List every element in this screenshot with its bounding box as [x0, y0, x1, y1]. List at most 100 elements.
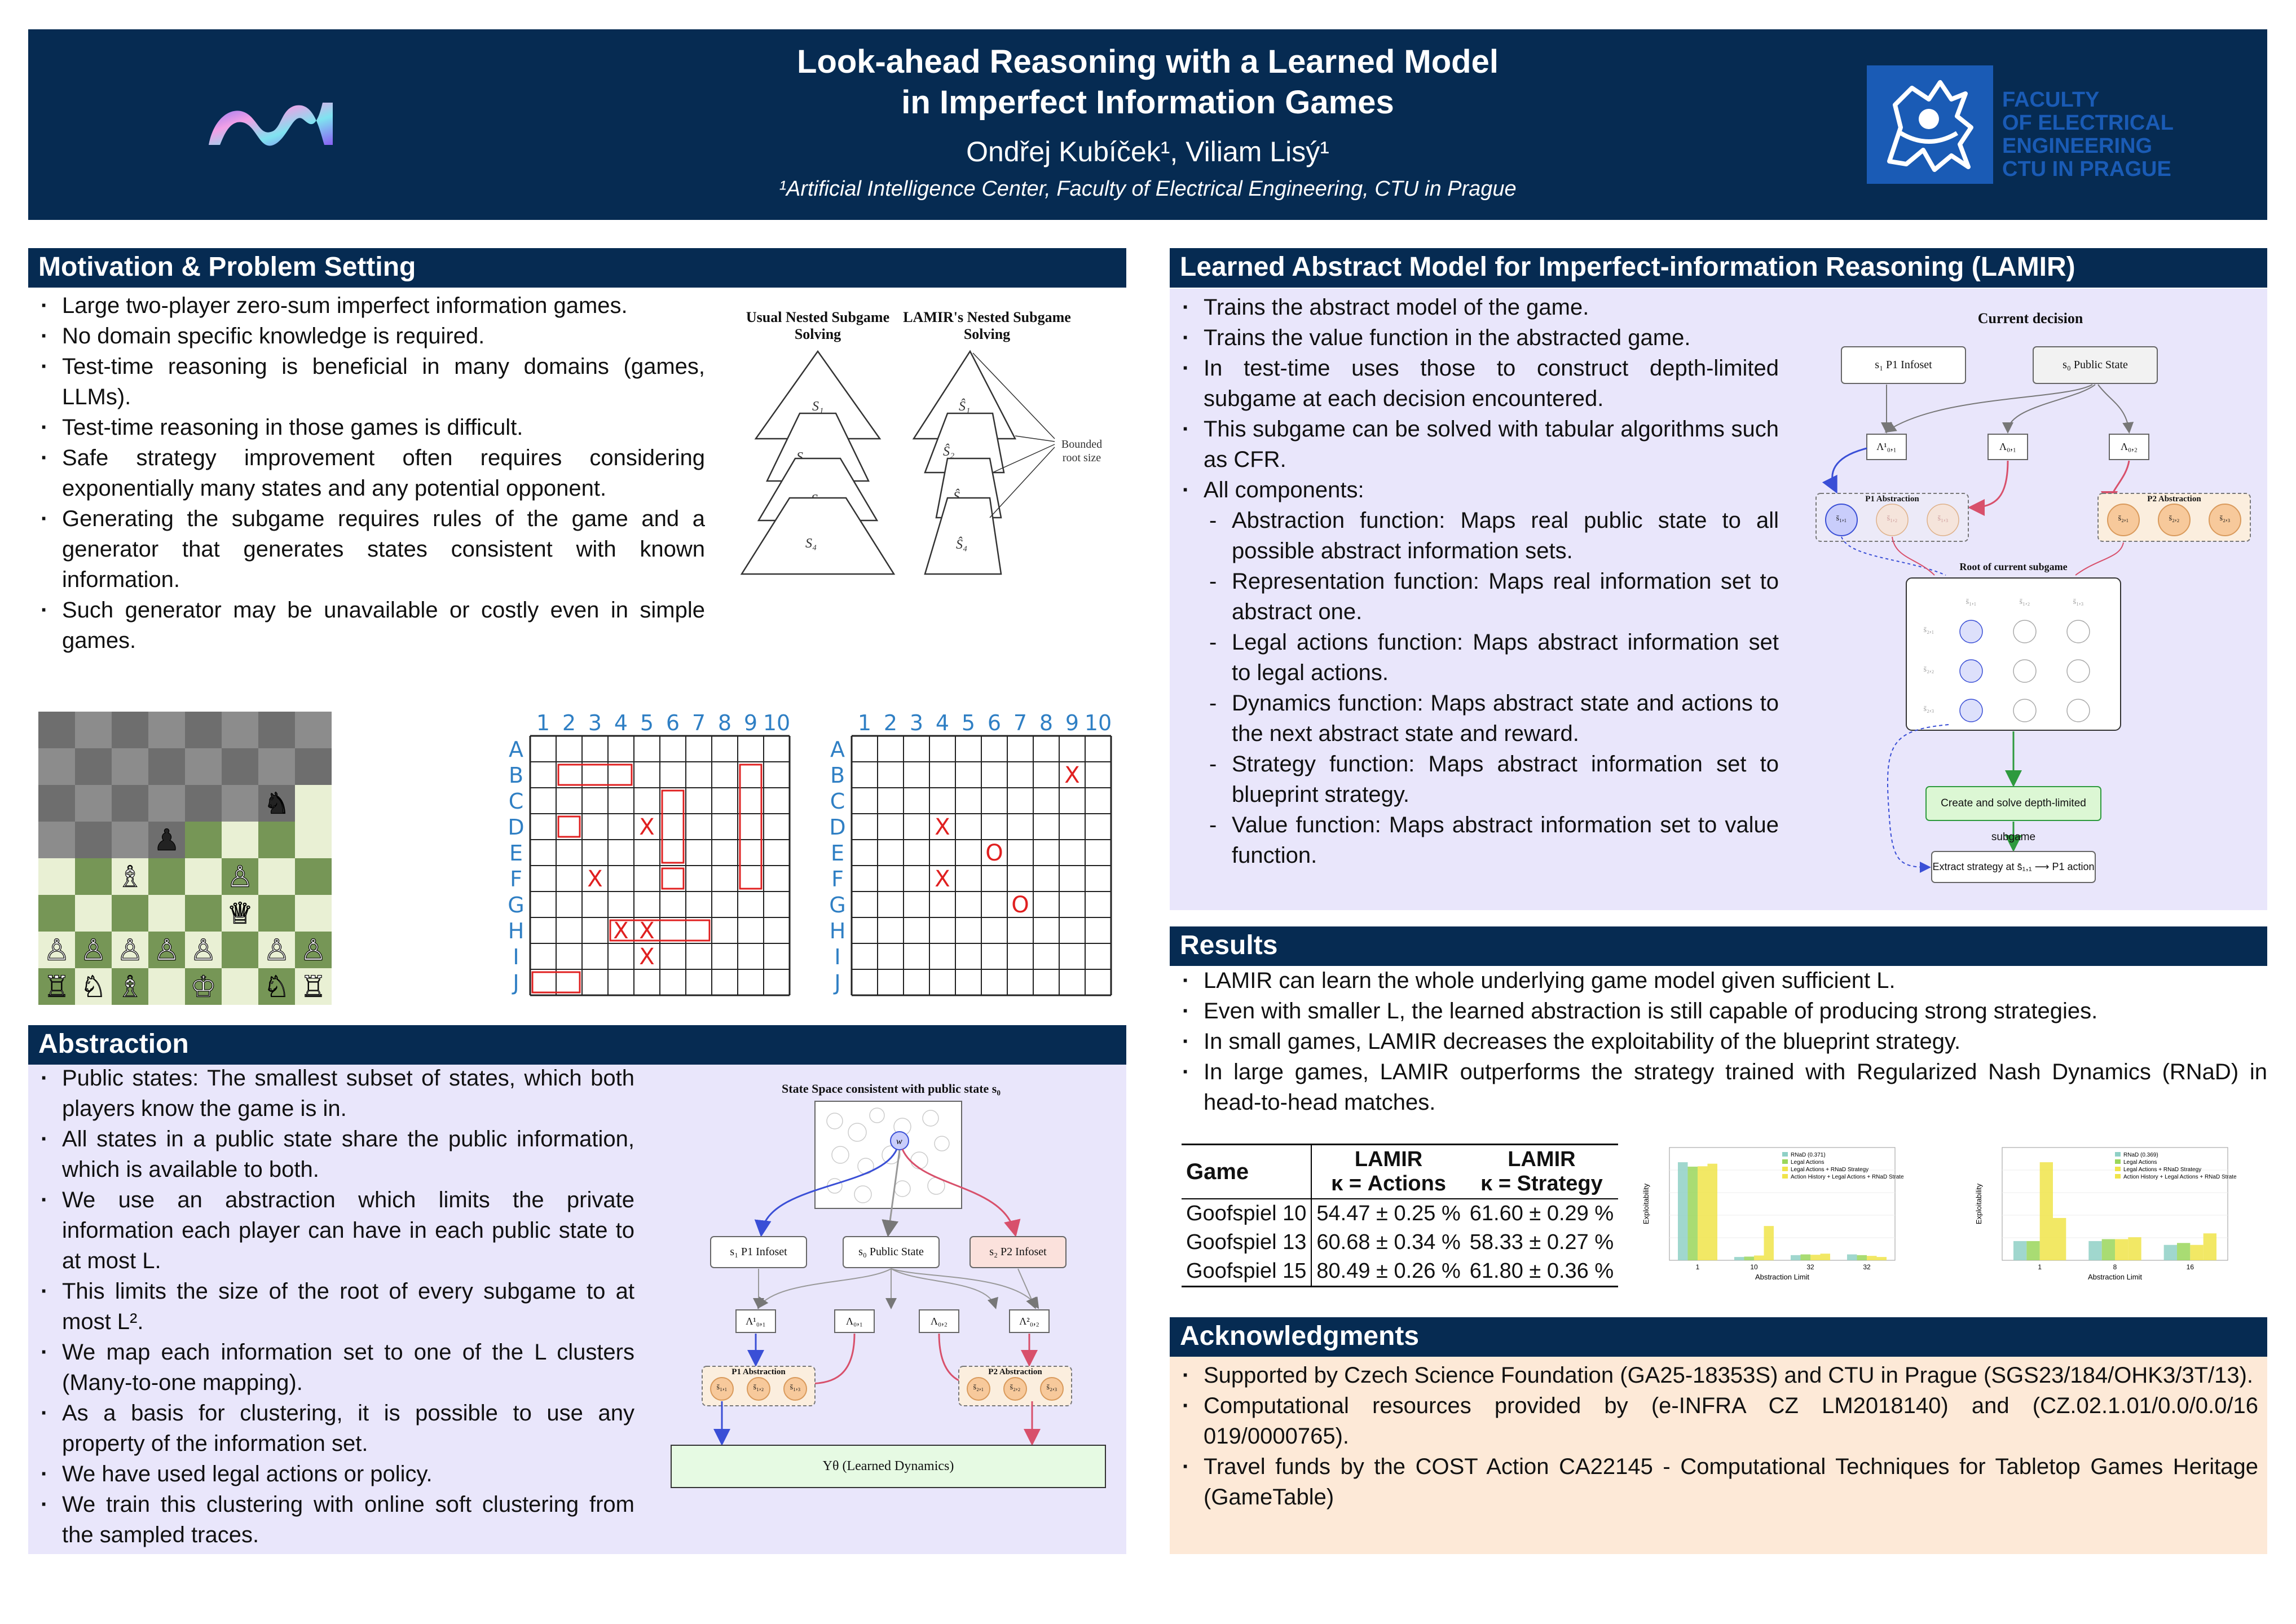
chart-bar	[2163, 1245, 2177, 1260]
table-cell-value: 54.47 ± 0.25 %	[1316, 1202, 1461, 1225]
chess-square	[295, 968, 332, 1005]
lamir-bullet: Trains the abstract model of the game.	[1170, 292, 1779, 323]
learned-dynamics-box: Υθ (Learned Dynamics)	[822, 1459, 954, 1473]
grid-column-label: 5	[640, 710, 654, 735]
chart-bar	[1867, 1256, 1877, 1260]
miss-mark: O	[1011, 892, 1029, 918]
motivation-bullet: Large two-player zero-sum imperfect info…	[28, 290, 705, 321]
chess-square	[258, 785, 295, 822]
lamir-p1-node-3: s̄₁,₃	[1937, 514, 1949, 523]
p1-node-2: s̄₁,₂	[753, 1383, 764, 1392]
lamir-component: Dynamics function: Maps abstract state a…	[1170, 688, 1779, 749]
grid-row-label: F	[831, 867, 844, 892]
chart-bar	[1678, 1162, 1688, 1260]
chess-square	[222, 858, 258, 895]
abstraction-fig-title: State Space consistent with public state…	[782, 1082, 1001, 1096]
chess-square	[258, 748, 295, 785]
grid-column-label: 10	[763, 710, 790, 735]
chess-square	[112, 968, 148, 1005]
chess-square	[185, 858, 222, 895]
root-row-2: s̄₂,₂	[1923, 665, 1934, 674]
grid-row-label: I	[834, 945, 840, 969]
grid-row-label: J	[512, 970, 519, 995]
chess-square	[295, 932, 332, 968]
chess-square	[112, 895, 148, 932]
chess-square	[75, 858, 112, 895]
lion-icon	[1887, 80, 1973, 172]
table-cell-value: 61.60 ± 0.29 %	[1469, 1202, 1614, 1225]
motivation-bullet: Safe strategy improvement often requires…	[28, 443, 705, 504]
abstraction-bullet: All states in a public state share the p…	[28, 1124, 634, 1185]
chess-square	[258, 822, 295, 858]
lamir-bullet: Trains the value function in the abstrac…	[1170, 323, 1779, 353]
chart-tick-label: 1	[1696, 1263, 1700, 1271]
chess-square	[222, 785, 258, 822]
chart-legend-entry: Legal Actions + RNaD Strategy	[1791, 1167, 1868, 1173]
abstraction-bullet: We use an abstraction which limits the p…	[28, 1185, 634, 1276]
grid-row-label: H	[508, 919, 525, 943]
chart-legend-entry: Action History + Legal Actions + RNaD St…	[1791, 1174, 1903, 1180]
grid-column-label: 5	[962, 710, 975, 735]
hit-mark: X	[639, 918, 654, 944]
chess-square	[148, 895, 185, 932]
faculty-line-3: ENGINEERING	[2002, 134, 2153, 158]
lamir-lambda-3: Λ₀,₂	[2120, 441, 2138, 452]
chess-piece-icon: ♙	[190, 934, 217, 968]
chart-bar	[1791, 1255, 1801, 1260]
public-state-box: s₀ Public State	[858, 1246, 924, 1258]
results-bullets: LAMIR can learn the whole underlying gam…	[1170, 965, 2267, 1118]
root-subgame-title: Root of current subgame	[1959, 561, 2068, 572]
hit-mark: X	[639, 944, 654, 970]
chess-board-svg: ♞♟♗♙♕♙♙♙♙♙♙♙♖♘♗♔♘♖	[38, 712, 332, 1005]
root-col-1: s̄₁,₁	[1966, 598, 1977, 606]
chart-bar	[1707, 1163, 1717, 1260]
faculty-line-4: CTU IN PRAGUE	[2002, 157, 2171, 181]
lamir-bullets: Trains the abstract model of the game.Tr…	[1170, 292, 1779, 505]
chart-bar	[2128, 1237, 2141, 1260]
chart-bar	[1764, 1226, 1774, 1260]
chess-square	[112, 785, 148, 822]
chess-piece-icon: ♔	[190, 970, 217, 1004]
grid-row-label: A	[830, 737, 845, 762]
lamir-component: Representation function: Maps real infor…	[1170, 566, 1779, 627]
chart-bar	[2053, 1217, 2066, 1260]
lamir-bullet: This subgame can be solved with tabular …	[1170, 414, 1779, 475]
ack-bullet: Computational resources provided by (e-I…	[1170, 1391, 2258, 1451]
results-bullet: LAMIR can learn the whole underlying gam…	[1170, 965, 2267, 996]
lamir-component: Value function: Maps abstract informatio…	[1170, 810, 1779, 871]
grid-row-label: G	[829, 893, 845, 917]
chess-square	[295, 712, 332, 748]
chart-legend-entry: Action History + Legal Actions + RNaD St…	[2123, 1174, 2236, 1180]
grid-row-label: A	[509, 737, 523, 762]
lambda-box-1: Λ¹₀,₁	[746, 1316, 766, 1327]
lamir-components: Abstraction function: Maps real public s…	[1170, 505, 1779, 871]
chess-square	[258, 895, 295, 932]
grid-row-label: E	[509, 841, 523, 866]
lamir-component: Abstraction function: Maps real public s…	[1170, 505, 1779, 566]
faculty-logo-text: FACULTY OF ELECTRICAL ENGINEERING CTU IN…	[2002, 89, 2174, 181]
grid-row-label: D	[508, 815, 524, 840]
lamir-public-state-box: s₀ Public State	[2063, 359, 2128, 371]
chess-square	[148, 968, 185, 1005]
abstraction-bullet: This limits the size of the root of ever…	[28, 1276, 634, 1337]
grid-row-label: C	[509, 789, 524, 814]
chess-square	[38, 748, 75, 785]
abstraction-bullet: We map each information set to one of th…	[28, 1337, 634, 1398]
grid-column-label: 6	[666, 710, 680, 735]
p2-node-2: s̄₂,₂	[1010, 1383, 1021, 1392]
chess-square	[75, 785, 112, 822]
chart-xlabel: Abstraction Limit	[1755, 1273, 1809, 1281]
table-cell-value: 61.80 ± 0.36 %	[1469, 1259, 1614, 1283]
chess-square	[222, 968, 258, 1005]
motivation-bullet: Such generator may be unavailable or cos…	[28, 595, 705, 656]
chart-tick-label: 10	[1750, 1263, 1758, 1271]
chess-square	[38, 968, 75, 1005]
poster-header: Look-ahead Reasoning with a Learned Mode…	[28, 29, 2267, 220]
ship-outline	[557, 815, 581, 838]
chess-square	[295, 785, 332, 822]
lamir-component: Legal actions function: Maps abstract in…	[1170, 627, 1779, 688]
